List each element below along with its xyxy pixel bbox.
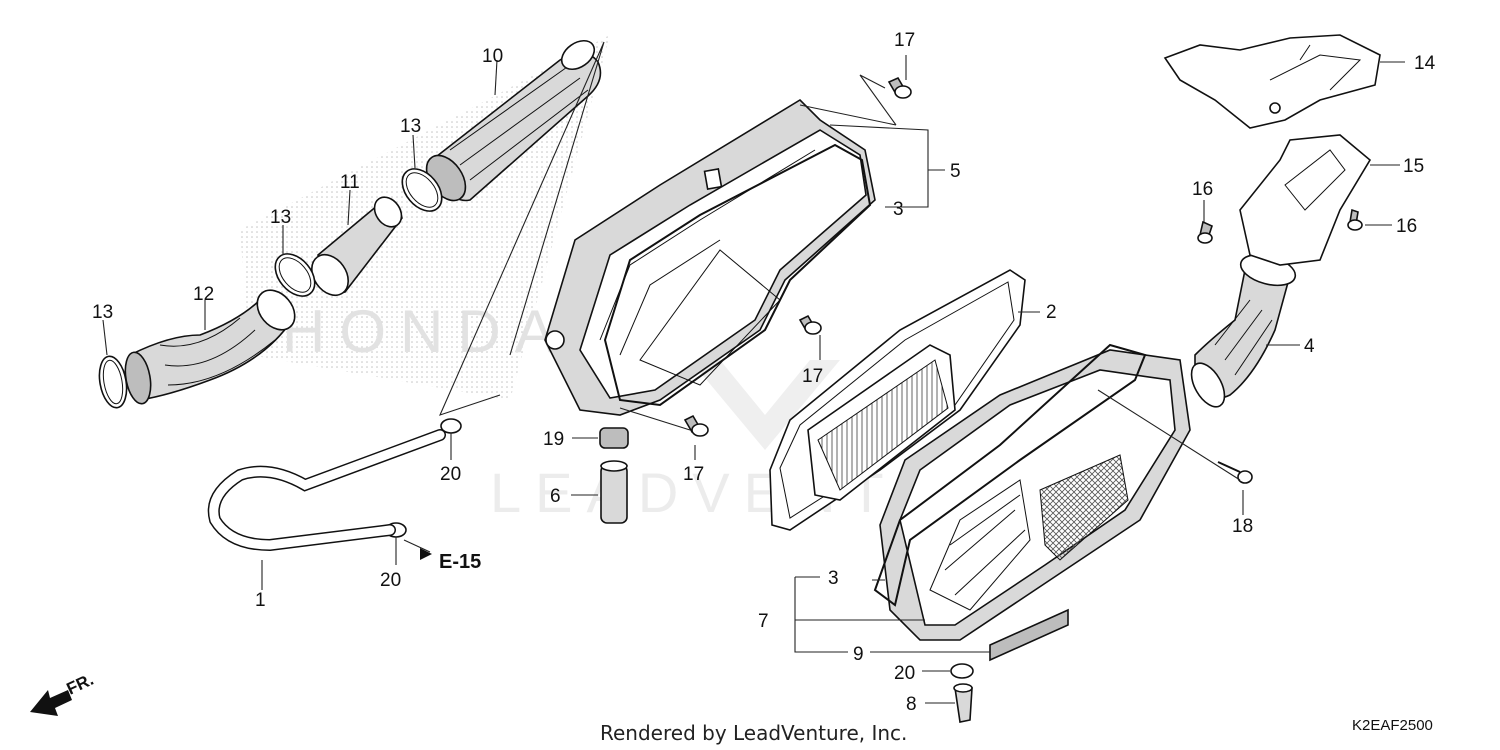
part-17-bolt-lower[interactable]: [683, 414, 709, 437]
part-3-gasket-upper[interactable]: [603, 143, 872, 407]
callout-18: 18: [1232, 516, 1253, 537]
part-10-intake-duct[interactable]: [419, 35, 602, 208]
callout-13-left: 13: [92, 302, 113, 323]
callout-19: 19: [543, 429, 564, 450]
callout-20-b: 20: [380, 570, 401, 591]
callout-17-middle: 17: [802, 366, 823, 387]
leader-lines: [102, 41, 1405, 704]
callout-20-a: 20: [440, 464, 461, 485]
credit-text: Rendered by LeadVenture, Inc.: [600, 721, 907, 745]
callout-5: 5: [950, 161, 961, 182]
callout-20-c: 20: [894, 663, 915, 684]
part-19-cap[interactable]: [599, 427, 629, 449]
part-15-lower-cover[interactable]: [1239, 134, 1372, 266]
part-17-bolt-middle[interactable]: [798, 314, 822, 335]
part-8-drain-plug[interactable]: [953, 683, 973, 723]
callout-7: 7: [758, 611, 769, 632]
air-filter-element[interactable]: [807, 344, 956, 501]
callout-numbers: 1 2 3 3 4 5 6 7 8 9 10 11 12 13 13 13 14…: [92, 30, 1436, 715]
callout-1: 1: [255, 590, 266, 611]
part-12-intake-joint[interactable]: [122, 283, 303, 406]
svg-text:E-15: E-15: [439, 551, 481, 573]
part-16-screw-left[interactable]: [1197, 220, 1213, 244]
part-11-connecting-tube[interactable]: [304, 192, 407, 302]
callout-8: 8: [906, 694, 917, 715]
callout-12: 12: [193, 284, 214, 305]
callout-13-middle: 13: [270, 207, 291, 228]
part-9-seal-strip[interactable]: [989, 608, 1069, 662]
part-13-clamp-middle[interactable]: [267, 246, 322, 303]
callout-3-lower: 3: [828, 568, 839, 589]
part-20-clip-c[interactable]: [950, 663, 974, 679]
callout-17-lower: 17: [683, 464, 704, 485]
callout-11: 11: [340, 172, 360, 193]
part-3-gasket-lower[interactable]: [873, 343, 1147, 607]
callout-14: 14: [1414, 53, 1436, 74]
callout-10: 10: [482, 46, 503, 67]
part-1-breather-hose[interactable]: [207, 429, 446, 552]
callout-6: 6: [550, 486, 561, 507]
callout-16-right: 16: [1396, 216, 1417, 237]
reference-e15[interactable]: E-15: [420, 548, 481, 573]
diagram-code: K2EAF2500: [1352, 717, 1433, 734]
callout-13-upper: 13: [400, 116, 421, 137]
part-18-screw[interactable]: [1217, 461, 1253, 484]
part-13-clamp-upper[interactable]: [394, 161, 449, 218]
callout-3-upper: 3: [893, 199, 904, 220]
callout-4: 4: [1304, 336, 1315, 357]
front-direction-arrow: FR.: [30, 670, 97, 716]
callout-9: 9: [853, 644, 864, 665]
svg-text:HONDA: HONDA: [282, 298, 569, 365]
part-7-air-cleaner-cover[interactable]: [879, 349, 1191, 641]
part-14-upper-cover[interactable]: [1163, 34, 1381, 129]
part-13-clamp-left[interactable]: [96, 354, 131, 410]
part-16-screw-right[interactable]: [1347, 208, 1363, 231]
callout-2: 2: [1046, 302, 1057, 323]
callout-15: 15: [1403, 156, 1424, 177]
part-6-drain-tube[interactable]: [600, 460, 628, 524]
callout-17-top: 17: [894, 30, 915, 51]
part-4-intake-duct[interactable]: [1185, 249, 1299, 412]
callout-16-left: 16: [1192, 179, 1213, 200]
part-5-air-cleaner-case[interactable]: [544, 98, 876, 416]
part-17-bolt-top[interactable]: [887, 76, 912, 99]
